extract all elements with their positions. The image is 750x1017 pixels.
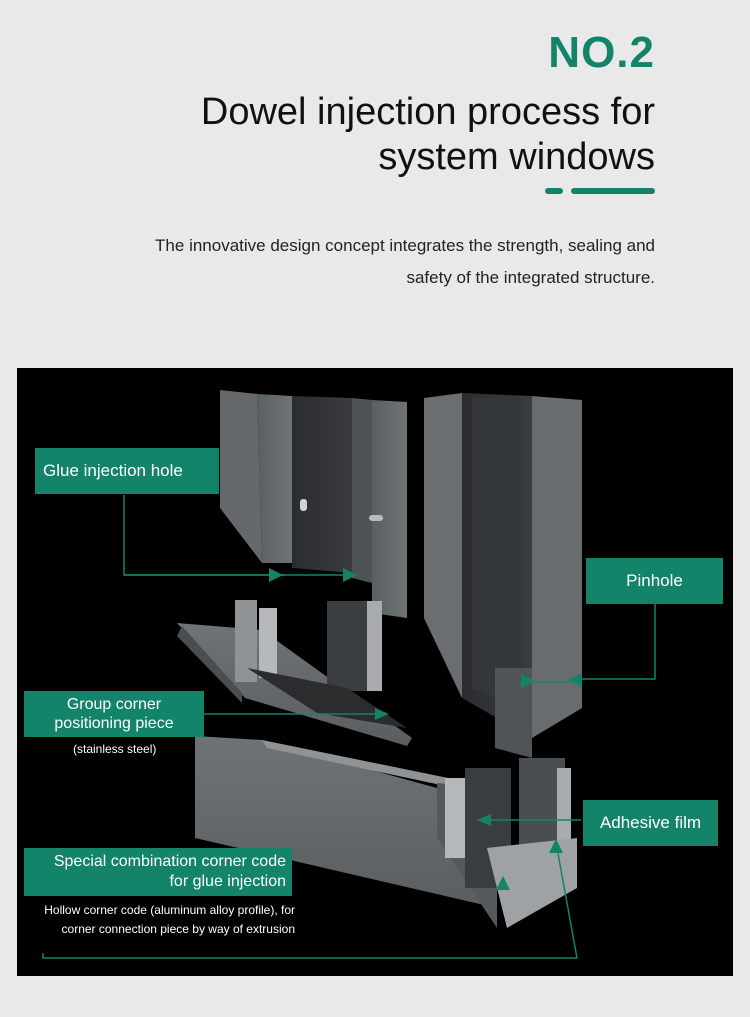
intro-line-1: The innovative design concept integrates… (155, 236, 655, 255)
arrow-glue-2 (343, 568, 357, 582)
title-underline (545, 188, 655, 194)
arrow-special-2 (549, 839, 563, 853)
hollow-line-2: corner connection piece by way of extrus… (61, 922, 295, 936)
page-title: Dowel injection process for system windo… (201, 90, 655, 180)
group-corner-line-1: Group corner (66, 696, 162, 713)
title-line-1: Dowel injection process for (200, 91, 655, 133)
arrow-group-corner (375, 708, 389, 720)
pinhole-text: Pinhole (626, 571, 683, 590)
special-line-2: for glue injection (169, 873, 286, 890)
hollow-line-1: Hollow corner code (aluminum alloy profi… (44, 903, 295, 917)
header: NO.2 Dowel injection process for system … (201, 28, 655, 180)
label-special-corner-code: Special combination corner code for glue… (24, 848, 292, 896)
arrow-special-1 (496, 876, 510, 890)
label-adhesive-film: Adhesive film (583, 800, 718, 846)
arrow-pinhole-1 (568, 673, 582, 687)
adhesive-film-text: Adhesive film (599, 813, 702, 832)
product-diagram: Glue injection hole Pinhole Group corner… (17, 368, 733, 976)
title-line-2: system windows (378, 136, 655, 178)
section-number: NO.2 (548, 28, 655, 77)
intro-text: The innovative design concept integrates… (55, 230, 655, 294)
group-corner-line-2: positioning piece (54, 715, 174, 732)
leader-lines (42, 495, 656, 959)
upper-left-profile (220, 390, 407, 618)
hollow-corner-note: Hollow corner code (aluminum alloy profi… (27, 901, 295, 939)
arrow-glue-1 (269, 568, 283, 582)
bottom-corner-assembly (195, 736, 577, 928)
label-group-corner: Group corner positioning piece (24, 691, 204, 737)
label-pinhole: Pinhole (586, 558, 723, 604)
right-profile (424, 393, 582, 758)
arrow-pinhole-2 (521, 674, 535, 688)
group-corner-note: (stainless steel) (73, 742, 157, 756)
window-profile-illustration (42, 390, 656, 959)
arrow-adhesive (477, 814, 491, 826)
middle-corner-assembly (177, 600, 412, 746)
label-glue-injection-hole: Glue injection hole (35, 448, 219, 494)
underline-dash-short (545, 188, 563, 194)
underline-dash-long (571, 188, 655, 194)
special-corner-leader-line (42, 847, 578, 959)
glue-injection-hole-text: Glue injection hole (43, 461, 183, 480)
intro-line-2: safety of the integrated structure. (406, 268, 655, 287)
pinhole-leader-line (582, 604, 656, 680)
special-line-1: Special combination corner code (53, 853, 286, 870)
arrow-markers (269, 568, 582, 890)
